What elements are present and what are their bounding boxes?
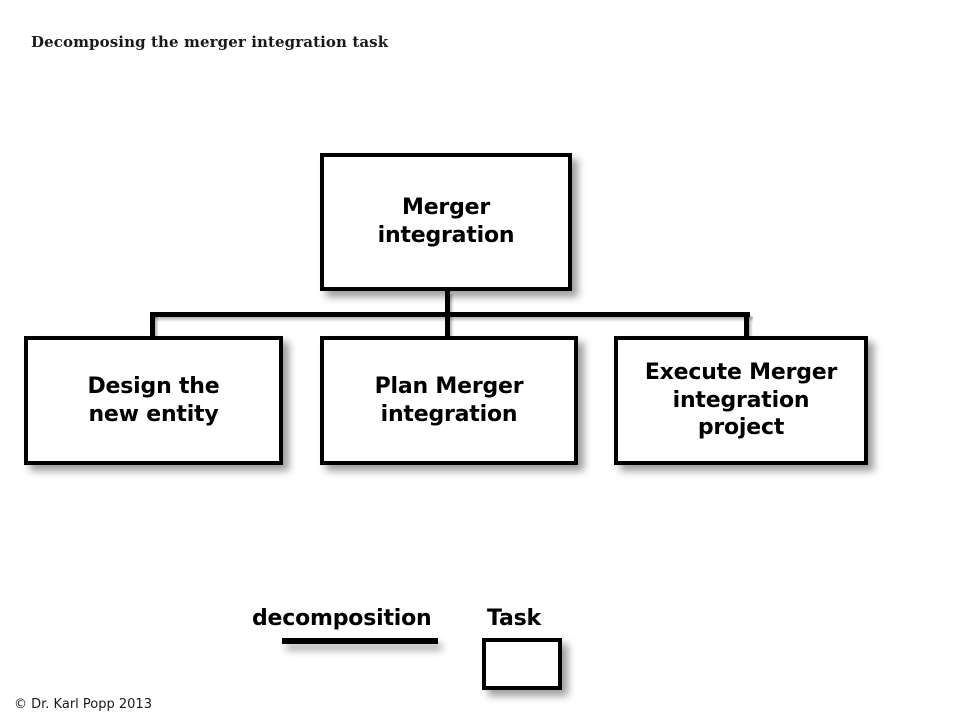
connector-drop-right [744, 312, 749, 340]
connector-drop-left [150, 312, 155, 340]
task-label: Execute Merger integration project [644, 359, 838, 441]
page-title: Decomposing the merger integration task [31, 33, 389, 51]
legend-label-task: Task [487, 606, 541, 631]
legend-line-shadow [286, 644, 442, 650]
connector-drop-left-shadow [155, 315, 159, 340]
connector-drop-right-shadow [749, 315, 753, 340]
task-label: Plan Merger integration [374, 373, 524, 427]
legend-symbol-task-box [482, 638, 562, 690]
connector-horizontal-bar-shadow [153, 317, 753, 322]
task-box-design-the-new-entity[interactable]: Design the new entity [24, 336, 283, 465]
connector-horizontal-bar [150, 312, 750, 317]
connector-drop-middle [445, 312, 450, 340]
legend-symbol-decomposition-line [282, 638, 438, 644]
copyright-footer: © Dr. Karl Popp 2013 [14, 697, 152, 712]
task-label: Design the new entity [87, 373, 220, 427]
connector-root-stem-shadow [450, 294, 454, 316]
task-box-merger-integration[interactable]: Merger integration [320, 153, 572, 291]
connector-root-stem [445, 291, 450, 316]
task-box-execute-merger-integration-project[interactable]: Execute Merger integration project [614, 336, 868, 465]
task-box-plan-merger-integration[interactable]: Plan Merger integration [320, 336, 578, 465]
task-label: Merger integration [377, 195, 515, 248]
legend-label-decomposition: decomposition [252, 606, 432, 631]
connector-drop-middle-shadow [450, 315, 454, 340]
